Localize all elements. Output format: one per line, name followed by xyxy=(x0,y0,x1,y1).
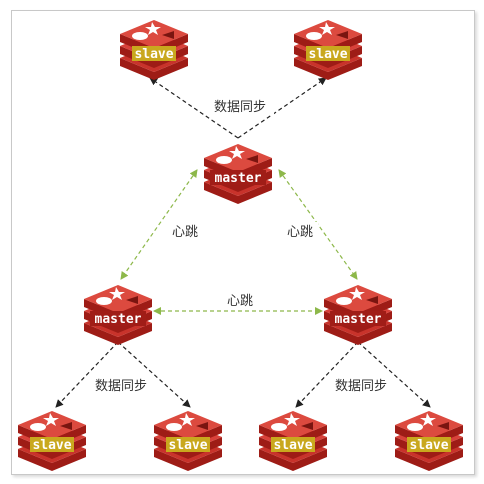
node-label: slave xyxy=(409,438,448,453)
node-slave-bottom-2: slave xyxy=(154,411,222,471)
edge-left-master-to-slave-bl1 xyxy=(55,341,119,408)
sync-label-top: 数据同步 xyxy=(214,100,266,115)
node-slave-top-left: slave xyxy=(120,20,188,80)
edge-left-master-to-slave-bl2 xyxy=(117,341,191,408)
edge-right-master-to-slave-br1 xyxy=(295,341,359,408)
node-label: slave xyxy=(32,438,71,453)
node-master-left: master xyxy=(84,285,152,345)
node-label: master xyxy=(215,171,262,186)
edge-heartbeat-top-right xyxy=(278,169,358,280)
sync-label-right: 数据同步 xyxy=(335,379,387,394)
node-master-top: master xyxy=(204,144,272,204)
node-slave-bottom-4: slave xyxy=(395,411,463,471)
heartbeat-label-right: 心跳 xyxy=(287,225,313,240)
edge-top-master-to-slave-right xyxy=(237,77,327,139)
heartbeat-label-middle: 心跳 xyxy=(227,294,253,309)
node-label: slave xyxy=(308,47,347,62)
sync-label-left: 数据同步 xyxy=(95,379,147,394)
node-label: slave xyxy=(273,438,312,453)
edge-labels: 数据同步 心跳 心跳 心跳 数据同步 数据同步 xyxy=(88,97,394,394)
node-label: master xyxy=(335,312,382,327)
node-label: slave xyxy=(168,438,207,453)
edge-right-master-to-slave-br2 xyxy=(357,341,431,408)
node-slave-top-right: slave xyxy=(294,20,362,80)
node-slave-bottom-3: slave xyxy=(259,411,327,471)
heartbeat-label-left: 心跳 xyxy=(172,225,198,240)
edge-heartbeat-top-left xyxy=(120,169,198,280)
sync-edges xyxy=(55,77,431,408)
diagram-frame xyxy=(11,10,475,475)
edge-top-master-to-slave-left xyxy=(149,77,239,139)
node-label: master xyxy=(95,312,142,327)
node-slave-bottom-1: slave xyxy=(18,411,86,471)
node-master-right: master xyxy=(324,285,392,345)
node-label: slave xyxy=(134,47,173,62)
heartbeat-edges xyxy=(120,169,358,315)
